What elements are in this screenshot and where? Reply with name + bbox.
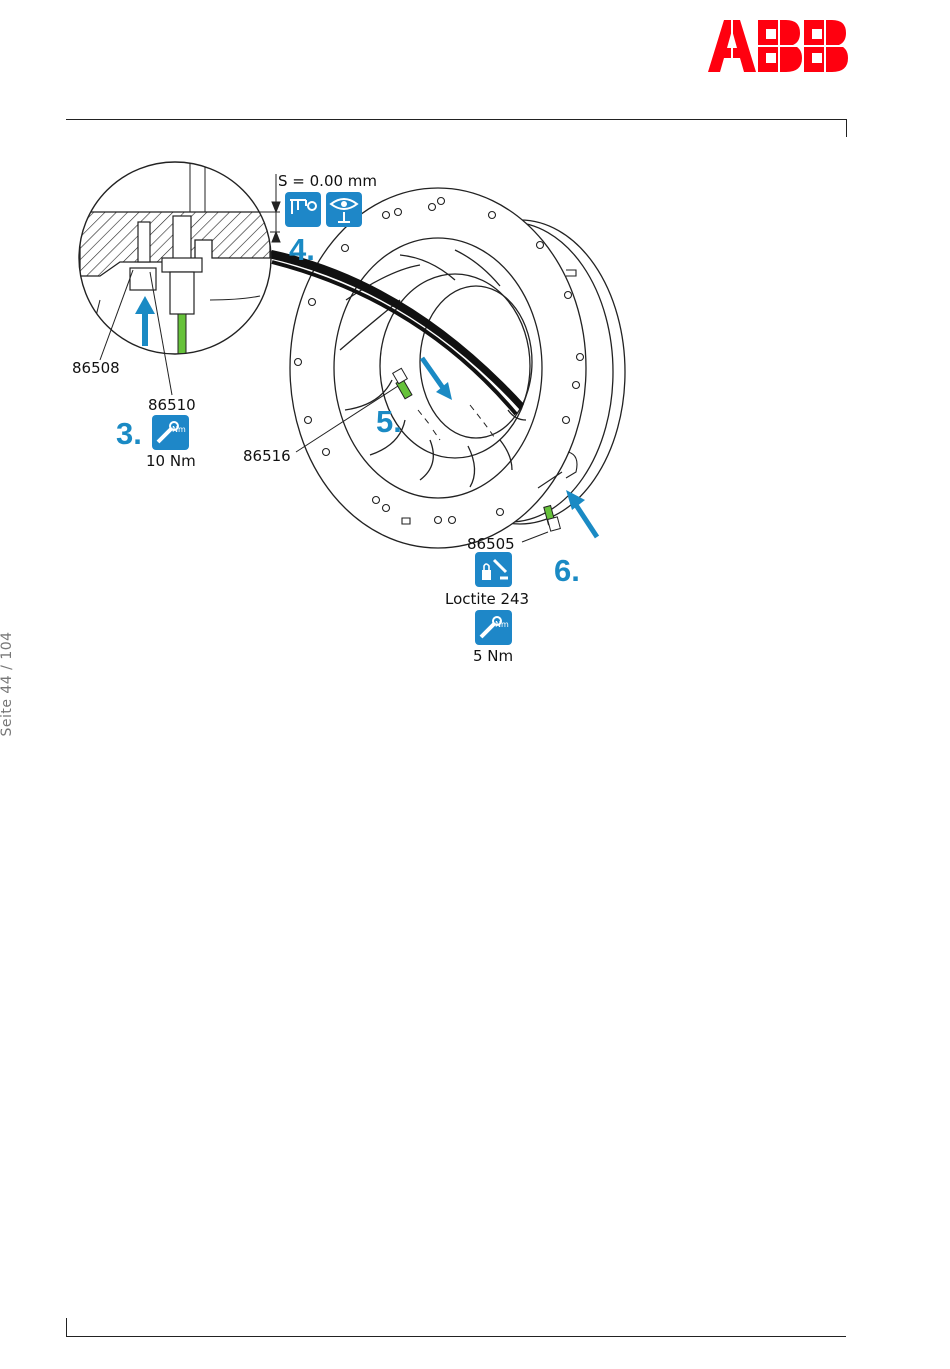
assembly-drawing: S = 0.00 mm Nm Nm 86508 86510 865 <box>0 0 950 720</box>
part-label-86505: 86505 <box>467 535 515 553</box>
torque-wrench-icon: Nm <box>475 610 512 645</box>
svg-text:Nm: Nm <box>495 620 509 629</box>
housing-ring <box>290 188 625 548</box>
svg-text:Nm: Nm <box>172 425 186 434</box>
part-label-86516: 86516 <box>243 447 291 465</box>
part-label-86508: 86508 <box>72 359 120 377</box>
step-4: 4. <box>289 232 315 267</box>
step-3: 3. <box>116 416 142 451</box>
adhesive-label: Loctite 243 <box>445 590 529 608</box>
step-6: 6. <box>554 553 580 588</box>
footer-rule <box>66 1336 846 1337</box>
gap-label: S = 0.00 mm <box>278 172 377 190</box>
step-5: 5. <box>376 404 402 439</box>
caliper-icon <box>285 192 321 227</box>
torque-wrench-icon: Nm <box>152 415 189 450</box>
torque-label-step-3: 10 Nm <box>146 452 196 470</box>
torque-label-step-6: 5 Nm <box>473 647 513 665</box>
arrow-step-6 <box>566 490 597 537</box>
threadlocker-icon <box>475 552 512 587</box>
detail-view <box>60 150 300 370</box>
part-label-86510: 86510 <box>148 396 196 414</box>
eye-inspection-icon <box>326 192 362 227</box>
footer-rule-tick <box>66 1318 67 1336</box>
